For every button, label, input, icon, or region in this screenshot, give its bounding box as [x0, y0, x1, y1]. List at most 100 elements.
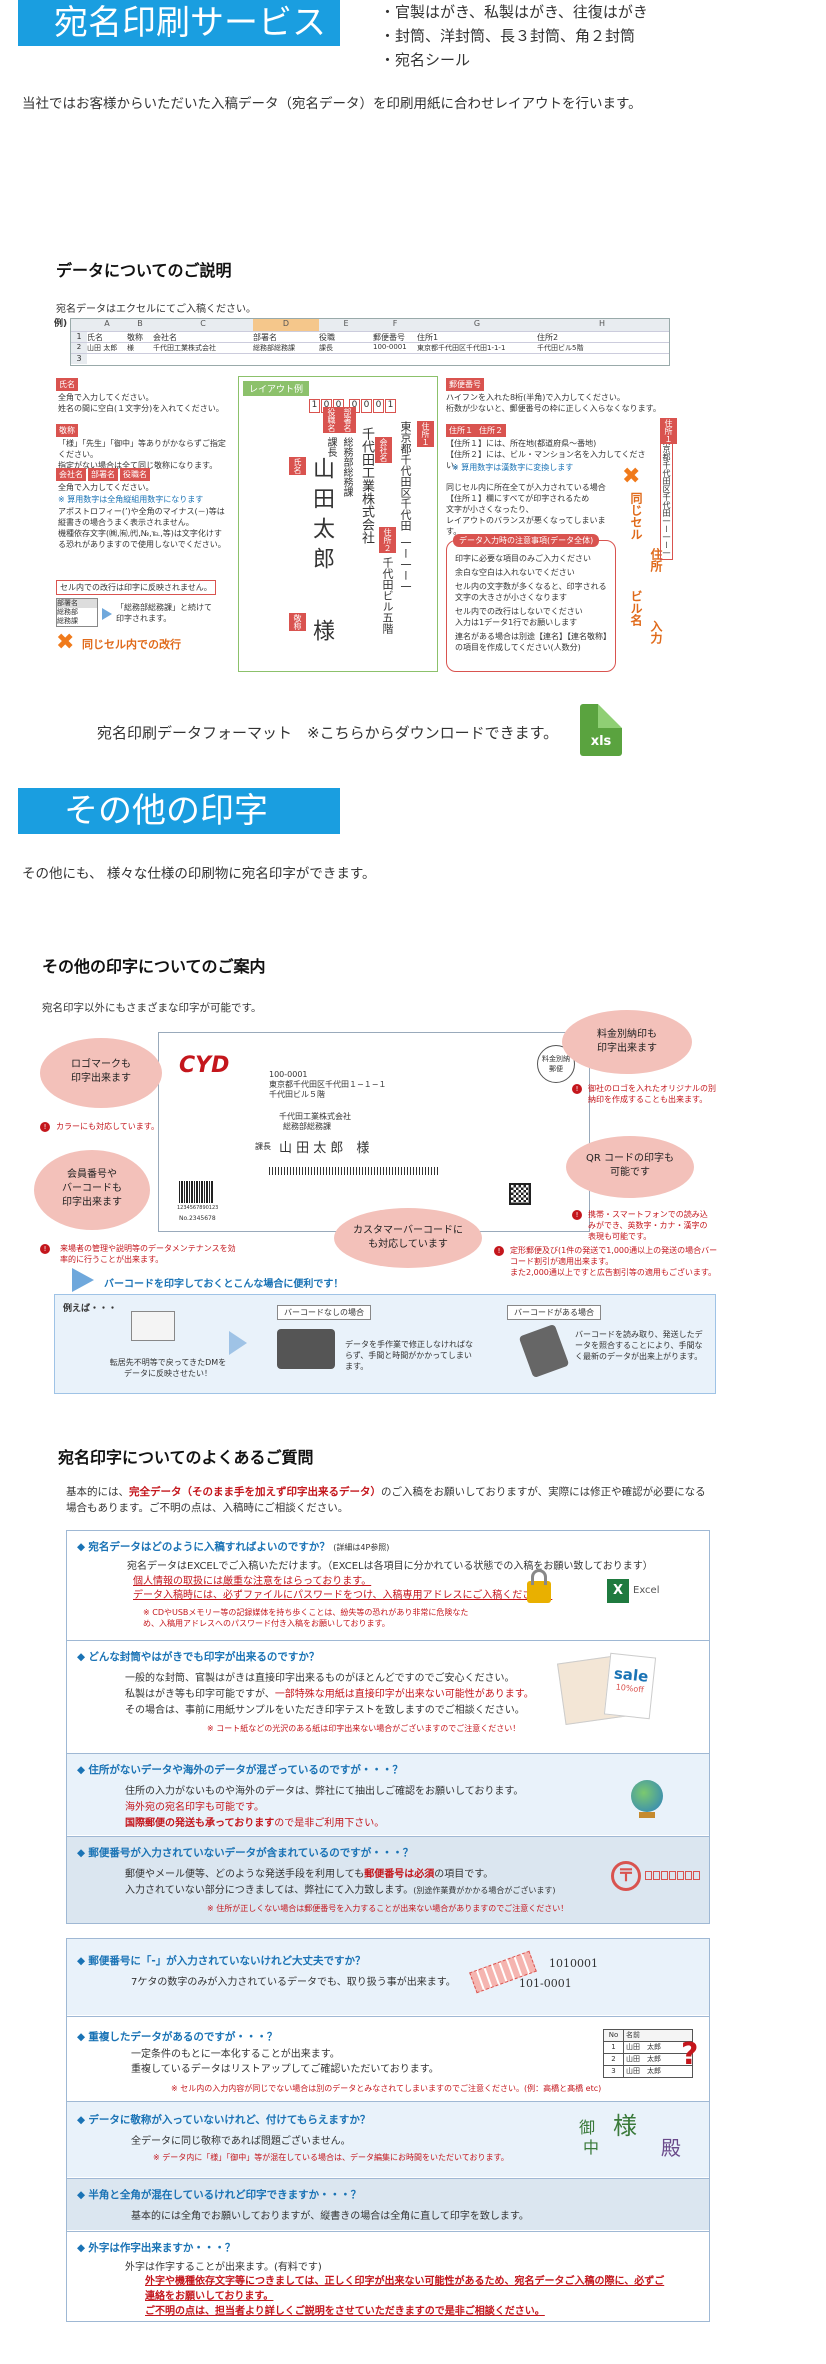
zip-boxes: 1 0 0 0 0 0 1 [309, 399, 396, 413]
sheet-header: 役職 [319, 333, 335, 342]
col-letter: C [200, 319, 206, 328]
xls-file-icon[interactable]: xls [580, 704, 622, 756]
v-dept: 総務部総務課 [341, 437, 352, 497]
dup-cell: 山田 太郎 [626, 2055, 661, 2063]
member-barcode [179, 1181, 213, 1203]
lbl-name: 氏名 [289, 457, 306, 475]
name-rule: 全角で入力してください。 姓名の間に空白(１文字分)を入れてください。 [58, 393, 224, 413]
data-heading: データについてのご説明 [56, 261, 232, 280]
faq-a4-small: (別途作業費がかかる場合がございます) [413, 1886, 556, 1895]
section-title: 宛名印刷サービス [54, 3, 326, 43]
faq-item-7: ◆ データに敬称が入っていないけれど、付けてもらえますか？ 全データに同じ敬称で… [67, 2101, 709, 2177]
faq-a3: 住所の入力がないものや海外のデータは、弊社にて抽出しご確認をお願いしております。 [125, 1786, 524, 1797]
logo-mark: CYD [179, 1053, 230, 1078]
sheet-cell: 山田 太郎 [87, 344, 118, 352]
caution-item: 余白な空白は入れないでください [455, 568, 575, 577]
faq-q6: 重複したデータがあるのですが・・・？ [88, 2031, 278, 2043]
v-keisho: 様 [309, 619, 334, 641]
kaigyo-label: 同じセル内での改行 [82, 638, 181, 651]
keisho-glyph: 殿 [661, 2136, 681, 2160]
small-box-line: 総務課 [57, 617, 78, 625]
faq-item-9: ◆ 外字は作字出来ますか・・・？ 外字は作字することが出来ます。(有料です) 外… [67, 2231, 709, 2321]
example-panel: 例えば・・・ 転居先不明等で戻ってきたDMを データに反映させたい！ バーコード… [54, 1294, 716, 1394]
faq-intro: 基本的には、完全データ（そのまま手を加えず印字出来るデータ）のご入稿をお願いして… [66, 1484, 716, 1516]
diamond-icon: ◆ [77, 1764, 86, 1776]
lbl-addr2: 住所２ [379, 527, 396, 553]
question-mark-icon: ? [681, 2037, 699, 2072]
example-mid-text: データを手作業で修正しなければならず、手間と時間がかかってしまいます。 [345, 1340, 473, 1371]
sheet-header: 氏名 [87, 333, 103, 342]
diamond-icon: ◆ [77, 2189, 86, 2201]
sheet-header: 住所1 [417, 333, 439, 342]
bubble-stamp: 料金別納印も 印字出来ます [562, 1010, 692, 1074]
v-title: 課長 [325, 437, 336, 457]
example-right-tag: バーコードがある場合 [507, 1305, 601, 1320]
info-icon: ! [494, 1246, 504, 1256]
service-item: ・官製はがき、私製はがき、往復はがき [380, 3, 648, 21]
example-label: 例えば・・・ [63, 1304, 118, 1314]
faq-q5: 郵便番号に「-」が入力されていないけれど大丈夫ですか？ [88, 1955, 366, 1967]
zip-digit: 0 [361, 399, 372, 413]
lbl-company: 会社名 [375, 437, 392, 463]
zip-digit: 0 [373, 399, 384, 413]
faq-q1: 宛名データはどのように入稿すればよいのですか？ [88, 1541, 330, 1553]
col-letter: E [343, 319, 349, 328]
faq-q3: 住所がないデータや海外のデータが混ざっているのですが・・・？ [88, 1764, 403, 1776]
small-box-line: 総務部 [57, 608, 78, 616]
same-cell-note: セル内での改行は印字に反映されません。 [56, 580, 216, 595]
row-num: 1 [71, 332, 87, 342]
arrow-text: 「総務部総務課」と続けて印字されます。 [116, 603, 212, 623]
env-zip: 100-0001 [269, 1070, 308, 1079]
bubble-customer-barcode: カスタマーバーコードに も対応しています [334, 1208, 482, 1268]
sheet-cell: 千代田ビル5階 [537, 344, 584, 352]
lbl-keisho: 敬称 [289, 613, 306, 631]
keisho-glyph: 様 [613, 2112, 637, 2140]
section2-intro: その他にも、 様々な仕様の印刷物に宛名印字ができます。 [22, 866, 376, 882]
v-name: 山田太郎 [309, 457, 334, 577]
sheet-cell: 東京都千代田区千代田1-1-1 [417, 344, 506, 352]
sheet-header: 会社名 [153, 333, 177, 342]
keisho-glyph: 中 [583, 2138, 600, 2157]
customer-barcode [269, 1167, 439, 1175]
vert-jusho: 住所 [649, 548, 663, 572]
xls-label: xls [590, 734, 612, 749]
info-icon: ! [572, 1210, 582, 1220]
faq-q4: 郵便番号が入力されていないデータが含まれているのですが・・・？ [88, 1847, 414, 1859]
faq-a3-red2a: 国際郵便の発送も承っております [125, 1818, 275, 1829]
company-note: ※ 算用数字は全角縦組用数字になります [58, 495, 204, 504]
zip-with-hyphen: 101-0001 [519, 1977, 572, 1990]
bubble-logo: ロゴマークも 印字出来ます [40, 1038, 162, 1108]
tag-addr1: 住所１ [446, 424, 476, 437]
caution-box: データ入力時の注意事項(データ全体) 印字に必要な項目のみご入力ください 余白な… [446, 534, 616, 672]
vert-address-sample: 東京都千代田区千代田一ー一ー一 [660, 434, 673, 560]
section-title-banner: 宛名印刷サービス [18, 0, 340, 46]
tag-dept: 部署名 [88, 468, 118, 481]
faq-item-3: ◆ 住所がないデータや海外のデータが混ざっているのですが・・・？ 住所の入力がな… [67, 1753, 709, 1835]
faq-item-6: ◆ 重複したデータがあるのですが・・・？ 一定条件のもとに一本化することが出来ま… [67, 2016, 709, 2100]
typing-icon [277, 1329, 335, 1369]
barcode-benefit: バーコードを印字しておくとこんな場合に便利です！ [104, 1279, 344, 1290]
dup-cell: 山田 太郎 [626, 2067, 661, 2075]
service-item: ・封筒、洋封筒、長３封筒、角２封筒 [380, 27, 636, 45]
download-link[interactable]: 宛名印刷データフォーマット ※こちらからダウンロードできます。 [97, 724, 559, 742]
dup-head: No [604, 2030, 624, 2041]
service-item: ・宛名シール [380, 51, 471, 69]
excel-sheet: A B C D E F G H 1 氏名 敬称 会社名 部署名 役職 郵便番号 … [70, 318, 670, 366]
service-list: ・官製はがき、私製はがき、往復はがき ・封筒、洋封筒、長３封筒、角２封筒 ・宛名… [380, 0, 648, 72]
sheet-cell: 様 [127, 344, 134, 352]
note-member: 来場者の管理や説明等のデータメンテナンスを効率的に行うことが出来ます。 [60, 1244, 236, 1264]
faq-item-1: ◆ 宛名データはどのように入稿すればよいのですか？ (詳細は4P参照) 宛名デー… [67, 1531, 709, 1639]
tag-zip: 郵便番号 [446, 378, 484, 391]
caution-item: 連名がある場合は別途【連名】【連名敬称】の項目を作成してください(人数分) [455, 632, 611, 652]
bubble-member: 会員番号や バーコードも 印字出来ます [34, 1150, 150, 1230]
faq-a4-red: 郵便番号は必須 [364, 1869, 435, 1880]
envelope-sample: CYD 100-0001 東京都千代田区千代田１−１−１ 千代田ビル５階 千代田… [158, 1032, 590, 1232]
lbl-dept: 部署名 [339, 407, 356, 433]
faq-block-2 [66, 1938, 710, 2322]
diamond-icon: ◆ [77, 2031, 86, 2043]
postage-stamp: 料金別納 郵便 [537, 1045, 575, 1083]
zip-box-row [645, 1871, 700, 1880]
col-letter: F [392, 319, 398, 328]
company-rule: 全角で入力してください。 [58, 483, 154, 492]
